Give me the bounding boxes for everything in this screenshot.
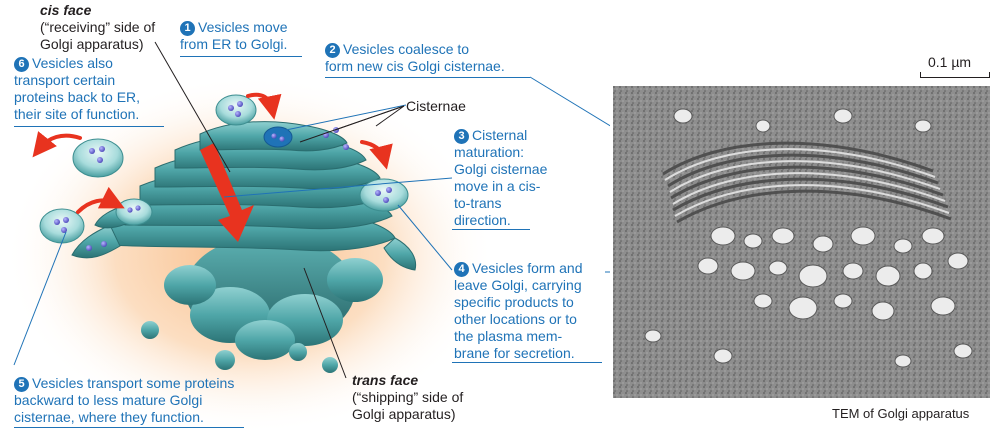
- golgi-diagram: [5, 41, 610, 432]
- step-3-line3: Golgi cisternae: [454, 161, 548, 177]
- step-6-line3: proteins back to ER,: [14, 89, 141, 105]
- vesicle-1-from-er: [215, 94, 257, 126]
- vesicle-forming-left: [115, 198, 153, 226]
- trans-face-title: trans face: [352, 372, 419, 388]
- cis-face-line1: (“receiving” side of: [40, 19, 156, 35]
- scale-bar: [920, 72, 990, 78]
- vesicle-5-backward: [39, 208, 85, 244]
- step-3-line5: to-trans: [454, 195, 502, 211]
- step-3-rule: [452, 229, 530, 230]
- scale-bar-label: 0.1 µm: [928, 54, 972, 70]
- step-3-line6: direction.: [454, 212, 511, 228]
- step-4-number: 4: [454, 262, 469, 277]
- step-1-line1: Vesicles move: [198, 19, 288, 35]
- step-4-line5: the plasma mem-: [454, 328, 563, 344]
- step-6-line4: their site of function.: [14, 106, 140, 122]
- step-3-line4: move in a cis-: [454, 178, 541, 194]
- tem-caption: TEM of Golgi apparatus: [832, 406, 970, 421]
- vesicle-4-leaving: [359, 178, 409, 212]
- cis-to-trans-arrow: [200, 143, 254, 242]
- tem-micrograph-render: [613, 86, 990, 398]
- step-6-number: 6: [14, 57, 29, 72]
- trans-face-line2: Golgi apparatus): [352, 406, 456, 422]
- step-3-line2: maturation:: [454, 144, 525, 160]
- step-5-line3: cisternae, where they function.: [14, 409, 204, 425]
- step-1-rule: [180, 56, 302, 57]
- step-2-rule: [325, 77, 530, 78]
- step-5-number: 5: [14, 377, 29, 392]
- step-4-rule: [452, 362, 602, 363]
- step-2-number: 2: [325, 43, 340, 58]
- cisternae-label: Cisternae: [406, 98, 466, 114]
- cisternae-leader-lines: [299, 105, 405, 143]
- step-4-line4: other locations or to: [454, 311, 577, 327]
- tem-micrograph: [613, 86, 990, 398]
- cis-face-title: cis face: [40, 2, 92, 18]
- step-6-line2: transport certain: [14, 72, 116, 88]
- cis-face-line2: Golgi apparatus): [40, 36, 144, 52]
- trans-face-line1: (“shipping” side of: [352, 389, 464, 405]
- vesicle-2-coalescing: [263, 126, 293, 148]
- step-3-line1: Cisternal: [472, 127, 528, 143]
- step-4-line1: Vesicles form and: [472, 260, 583, 276]
- step-4-line6: brane for secretion.: [454, 345, 575, 361]
- step-6-rule: [14, 126, 164, 127]
- step-6-line1: Vesicles also: [32, 55, 113, 71]
- step-5-line2: backward to less mature Golgi: [14, 392, 203, 408]
- vesicle-motion-arrows: [32, 92, 393, 214]
- step-4-line2: leave Golgi, carrying: [454, 277, 582, 293]
- step-5-rule: [14, 427, 244, 428]
- step-3-number: 3: [454, 129, 469, 144]
- step-1-line2: from ER to Golgi.: [180, 36, 288, 52]
- leader-lines: [13, 41, 453, 379]
- step-2-line1: Vesicles coalesce to: [343, 41, 470, 57]
- cis-face-label: cis face (“receiving” side of Golgi appa…: [40, 2, 155, 53]
- vesicle-6-to-er: [72, 138, 124, 178]
- step-1-number: 1: [180, 21, 195, 36]
- golgi-trans-lobes: [141, 235, 383, 373]
- golgi-cisternae-stack: [109, 121, 396, 252]
- tem-leader-lines: [529, 76, 610, 273]
- trans-face-label: trans face (“shipping” side of Golgi app…: [352, 372, 463, 423]
- step-5-line1: Vesicles transport some proteins: [32, 375, 235, 391]
- step-4-line3: specific products to: [454, 294, 574, 310]
- step-2-line2: form new cis Golgi cisternae.: [325, 58, 505, 74]
